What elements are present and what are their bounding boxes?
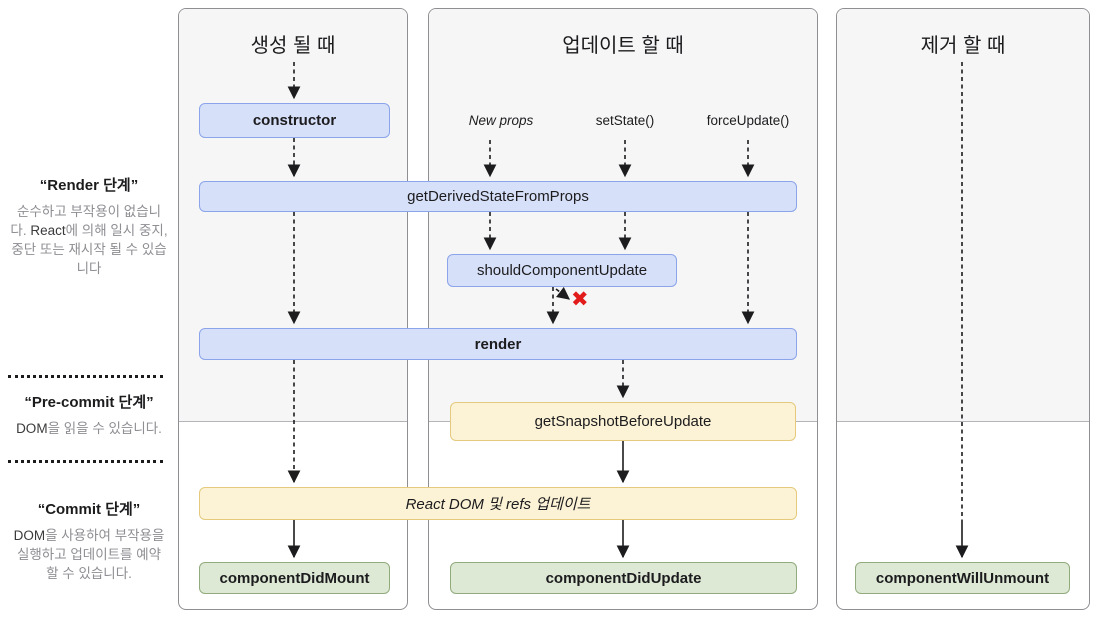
phase-sidebar: “Render 단계” 순수하고 부작용이 없습니다. React에 의해 일시…: [0, 0, 178, 619]
commit-phase-label: “Commit 단계” DOM을 사용하여 부작용을 실행하고 업데이트를 예약…: [4, 498, 174, 583]
column-title-unmounting: 제거 할 때: [920, 35, 1006, 57]
component-did-mount-box[interactable]: componentDidMount: [199, 562, 390, 594]
trigger-set-state[interactable]: setState(): [595, 113, 655, 128]
phase-separator: [8, 375, 163, 378]
precommit-phase-description: DOM을 읽을 수 있습니다.: [16, 421, 162, 436]
render-phase-zone: [179, 9, 407, 422]
get-snapshot-before-update-box[interactable]: getSnapshotBeforeUpdate: [450, 402, 796, 441]
render-phase-title: “Render 단계”: [39, 177, 139, 194]
panel-unmounting: 제거 할 때: [836, 8, 1090, 610]
commit-phase-description: DOM을 사용하여 부작용을 실행하고 업데이트를 예약 할 수 있습니다.: [13, 528, 165, 582]
precommit-phase-title: “Pre-commit 단계”: [24, 394, 154, 411]
component-will-unmount-box[interactable]: componentWillUnmount: [855, 562, 1070, 594]
trigger-new-props[interactable]: New props: [468, 113, 534, 128]
render-phase-zone: [837, 9, 1089, 422]
render-box[interactable]: render: [199, 328, 797, 360]
phase-separator: [8, 460, 163, 463]
render-phase-zone: [429, 9, 817, 422]
constructor-box[interactable]: constructor: [199, 103, 390, 138]
precommit-phase-label: “Pre-commit 단계” DOM을 읽을 수 있습니다.: [4, 391, 174, 438]
react-dom-refs-update-box: React DOM 및 refs 업데이트: [199, 487, 797, 520]
stop-x-icon: ✖: [571, 288, 589, 311]
column-title-mounting: 생성 될 때: [250, 35, 336, 57]
render-phase-description: 순수하고 부작용이 없습니다. React에 의해 일시 중지, 중단 또는 재…: [10, 204, 168, 277]
get-derived-state-from-props-box[interactable]: getDerivedStateFromProps: [199, 181, 797, 212]
trigger-force-update[interactable]: forceUpdate(): [706, 113, 790, 128]
column-title-updating: 업데이트 할 때: [562, 35, 684, 57]
should-component-update-box[interactable]: shouldComponentUpdate: [447, 254, 677, 287]
commit-phase-title: “Commit 단계”: [37, 501, 141, 518]
render-phase-label: “Render 단계” 순수하고 부작용이 없습니다. React에 의해 일시…: [4, 174, 174, 279]
component-did-update-box[interactable]: componentDidUpdate: [450, 562, 797, 594]
